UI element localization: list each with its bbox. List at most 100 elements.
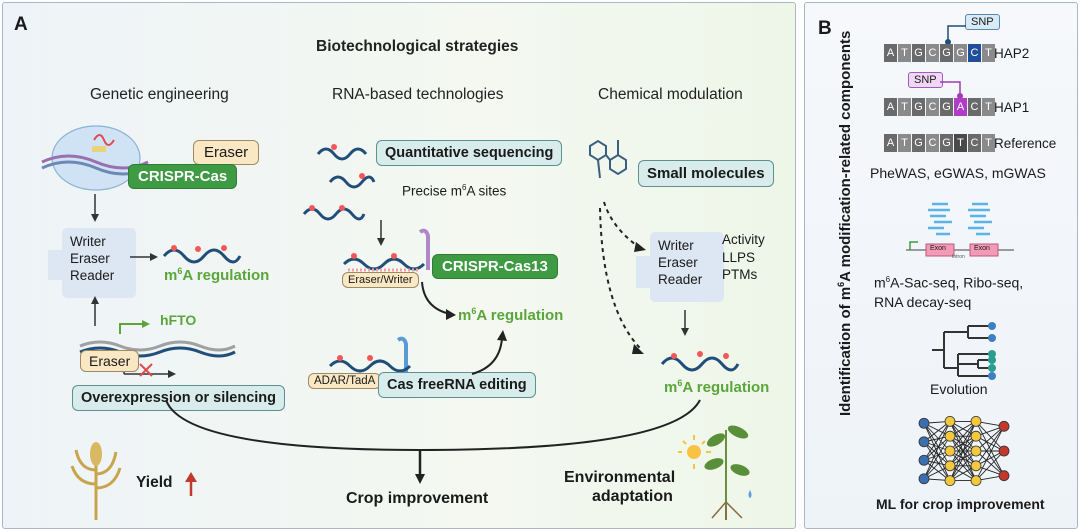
nucleotide: C [926, 134, 939, 152]
neural-network-icon [918, 415, 1010, 486]
nn-edge [975, 426, 1005, 481]
nucleotide: T [954, 134, 967, 152]
right-arrow [130, 253, 158, 261]
nucleotide: C [926, 44, 939, 62]
nn-edge [923, 423, 951, 481]
nucleotide: C [968, 134, 981, 152]
exon-label-2: Exon [974, 245, 990, 252]
panel-b-label: B [818, 18, 832, 39]
nn-node [944, 430, 956, 442]
nucleotide: G [940, 98, 953, 116]
nn-node [918, 417, 930, 429]
nucleotide: T [898, 44, 911, 62]
precise-m6a-sites-label: Precise m6A sites [402, 183, 507, 199]
writer-text-chem: Writer [658, 238, 694, 253]
nucleotide: A [884, 98, 897, 116]
activity-text: Activity [722, 232, 765, 247]
ptms-text: PTMs [722, 267, 758, 282]
column-rna-technologies: RNA-based technologies [332, 86, 504, 103]
nn-edge [975, 450, 1005, 477]
rna-strands-stack [302, 144, 376, 221]
quantitative-sequencing-label: Quantitative sequencing [376, 140, 563, 166]
nn-edge [949, 450, 977, 481]
small-molecules-label: Small molecules [638, 160, 774, 187]
environmental-adaptation-label: Environmental adaptation [564, 469, 676, 505]
nucleotide: G [954, 44, 967, 62]
curve-arrow-rna [421, 281, 456, 320]
phylogenetic-tree-icon [932, 322, 996, 380]
nucleotide: G [912, 44, 925, 62]
up-arrow [91, 296, 99, 326]
m6a-regulation-chem: m6A regulation [664, 378, 770, 396]
rice-icon [70, 442, 122, 520]
overexpression-silencing-label: Overexpression or silencing [72, 385, 286, 411]
exon-label-1: Exon [930, 245, 946, 252]
crispr-cas-label: CRISPR-Cas [128, 164, 238, 189]
nn-node [944, 460, 956, 472]
ml-crop-label: ML for crop improvement [876, 496, 1045, 512]
arrow-up-red-icon [185, 472, 197, 496]
nn-edge [923, 421, 951, 443]
dna-silencing-icon [79, 320, 236, 378]
curve-arrow-up [471, 330, 507, 375]
nn-edge [975, 435, 1005, 476]
nn-node [970, 475, 982, 486]
intron-label: Intron [952, 254, 965, 260]
yield-label: Yield [136, 474, 173, 491]
nn-edge [923, 441, 951, 481]
nn-node [998, 445, 1010, 457]
nn-edge [923, 421, 951, 479]
nucleotide: T [898, 134, 911, 152]
reader-text-chem: Reader [658, 272, 703, 287]
nn-node [918, 436, 930, 448]
dashed-arrows [599, 201, 646, 354]
m6a-regulation-rna: m6A regulation [458, 306, 564, 324]
nucleotide: C [968, 44, 981, 62]
reference-label: Reference [994, 136, 1057, 151]
nn-edge [923, 435, 951, 479]
nn-node [970, 460, 982, 472]
cas-free-rna [328, 336, 412, 373]
sequencing-reads-icon [906, 202, 1014, 257]
nucleotide: G [912, 98, 925, 116]
nn-edge [923, 435, 951, 461]
hap1-label: HAP1 [994, 100, 1030, 115]
plant-sun-icon [678, 425, 752, 520]
snp-label-1: SNP [965, 14, 1000, 30]
evolution-label: Evolution [930, 381, 988, 397]
nn-edge [975, 421, 1005, 476]
nn-node [918, 473, 930, 485]
nn-edge [949, 421, 977, 452]
nucleotide: T [982, 98, 995, 116]
crispr-cas13-label: CRISPR-Cas13 [432, 254, 558, 279]
nn-edge [923, 421, 951, 461]
down-arrow-rna [377, 220, 385, 246]
nn-edge [923, 450, 951, 480]
nn-node [944, 475, 956, 486]
small-molecule-icon [589, 139, 627, 179]
nucleotide: T [982, 134, 995, 152]
hap2-label: HAP2 [994, 46, 1030, 61]
hfto-label: hFTO [160, 312, 197, 328]
nucleotide: T [898, 98, 911, 116]
nn-edge [923, 423, 951, 467]
nn-edge [923, 441, 951, 467]
nucleotide: A [884, 134, 897, 152]
down-arrow-chem [681, 310, 689, 336]
nucleotide: T [982, 44, 995, 62]
nucleotide: C [968, 98, 981, 116]
nn-node [998, 420, 1010, 432]
column-chemical-modulation: Chemical modulation [598, 86, 743, 103]
panel-a-title: Biotechnological strategies [316, 38, 519, 55]
nn-edge [949, 421, 977, 467]
nn-edge [949, 421, 977, 481]
writer-eraser-reader-box: Writer Eraser Reader [62, 228, 136, 298]
nn-edge [923, 459, 951, 481]
column-genetic-engineering: Genetic engineering [90, 86, 229, 103]
eraser-label: Eraser [193, 140, 260, 165]
down-arrow-crop [415, 450, 425, 484]
nn-node [970, 430, 982, 442]
eraser-small-label: Eraser [80, 350, 140, 372]
writer-eraser-reader-box-chem: Writer Eraser Reader [650, 232, 724, 302]
